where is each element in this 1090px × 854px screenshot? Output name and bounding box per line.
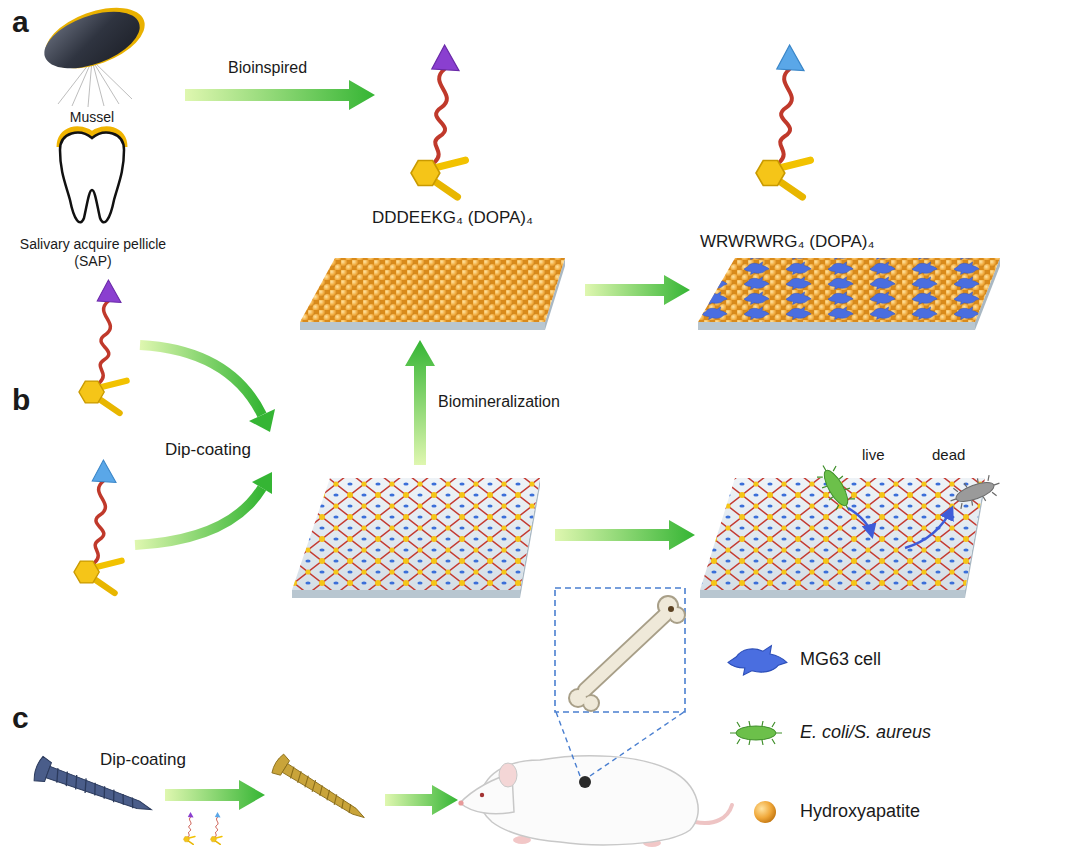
peptide-antibacterial <box>777 45 804 71</box>
peptide-acidic <box>79 301 127 413</box>
peptide-acidic <box>432 45 459 71</box>
dip-coating-arrows <box>135 488 262 545</box>
peptide-mini <box>188 812 194 817</box>
rat-drawing <box>695 805 732 823</box>
panel-letter: b <box>12 382 30 418</box>
bacteria-drawing <box>813 459 1004 548</box>
mussel-drawing <box>37 0 147 79</box>
bone-inset <box>555 588 686 776</box>
coated-surface <box>292 478 540 598</box>
peptide-antibacterial <box>756 69 810 197</box>
hydroxyapatite-surface <box>300 258 565 322</box>
rat-drawing <box>458 800 463 805</box>
dip-coating-arrow <box>165 780 265 810</box>
organism-label: Mussel <box>70 109 114 126</box>
dip-coating-arrows <box>249 409 275 432</box>
arrow-label: Dip-coating <box>165 440 251 460</box>
peptide-mini <box>183 817 195 844</box>
peptide-acidic <box>97 280 121 302</box>
process-arrow <box>555 520 695 550</box>
implant-arrow <box>385 785 458 815</box>
biomineralization-arrow <box>405 340 435 465</box>
bacteria-drawing <box>848 508 872 536</box>
coated-surface <box>292 590 520 598</box>
legend-text: E. coli/S. aureus <box>800 722 931 742</box>
arrow-label: Bioinspired <box>228 58 307 77</box>
bone-inset <box>668 606 686 624</box>
peptide-antibacterial <box>74 481 122 593</box>
process-arrow <box>585 275 690 305</box>
peptide-acidic <box>79 280 127 413</box>
coated-surface <box>292 478 540 590</box>
cell-surface <box>698 258 1000 322</box>
peptide-mini <box>210 812 222 844</box>
bacteria-state: dead <box>932 446 965 464</box>
mussel-drawing <box>37 0 153 107</box>
bacteria-drawing <box>946 472 1003 512</box>
peptide-antibacterial <box>756 45 810 197</box>
cell-surface <box>698 322 975 330</box>
dip-coating-arrows <box>135 345 275 545</box>
bone-inset <box>584 696 598 710</box>
legend-icons <box>728 646 787 823</box>
panel-letter: c <box>12 700 29 736</box>
bone-inset <box>585 615 665 690</box>
peptide-acidic <box>411 69 465 197</box>
legend-entry: MG63 cell <box>800 649 881 671</box>
peptide-mini <box>215 812 221 817</box>
legend-icons <box>728 646 787 675</box>
tooth-drawing <box>60 130 124 223</box>
bone-inset <box>556 712 684 776</box>
peptide-mini <box>183 812 195 844</box>
bacteria-drawing <box>813 459 860 516</box>
dip-coating-arrows <box>252 472 272 494</box>
bone-inset <box>585 615 665 690</box>
hydroxyapatite-surface <box>300 322 545 330</box>
antibacterial-surface <box>700 590 965 598</box>
bioinspired-arrow <box>185 80 375 110</box>
bone-inset <box>668 606 674 612</box>
coated-screw <box>270 753 370 827</box>
hydroxyapatite-surface <box>300 258 565 330</box>
legend-entry: E. coli/S. aureus <box>800 722 931 744</box>
legend-text: Hydroxyapatite <box>800 801 920 821</box>
rat-drawing <box>458 756 732 847</box>
bone-inset <box>555 588 685 712</box>
peptide-sequence: DDDEEKG₄ (DOPA)₄ <box>372 208 533 228</box>
peptide-sequence: WRWRWRG₄ (DOPA)₄ <box>700 232 874 252</box>
peptide-mini <box>210 817 222 844</box>
bacteria-state: live <box>862 446 885 464</box>
peptide-antibacterial <box>92 460 116 482</box>
rat-drawing <box>480 793 484 797</box>
bone-inset <box>570 690 586 706</box>
peptide-acidic <box>411 45 465 197</box>
legend-icons <box>730 721 782 745</box>
tooth-drawing <box>60 133 124 223</box>
arrow-label: Dip-coating <box>100 750 186 770</box>
rat-drawing <box>499 763 517 787</box>
structure-label: Salivary acquire pellicle (SAP) <box>2 236 184 270</box>
arrow-label: Biomineralization <box>438 392 560 411</box>
peptide-antibacterial <box>74 460 122 593</box>
cell-surface <box>698 258 1000 322</box>
panel-letter: a <box>12 4 29 40</box>
bacteria-drawing <box>905 508 952 548</box>
mussel-drawing <box>37 0 153 80</box>
coated-surface <box>292 478 540 590</box>
dip-coating-arrows <box>140 345 262 415</box>
legend-entry: Hydroxyapatite <box>800 801 920 823</box>
legend-icons <box>754 801 776 823</box>
rat-drawing <box>579 776 591 788</box>
legend-text: MG63 cell <box>800 649 881 669</box>
cell-surface <box>698 258 1000 330</box>
